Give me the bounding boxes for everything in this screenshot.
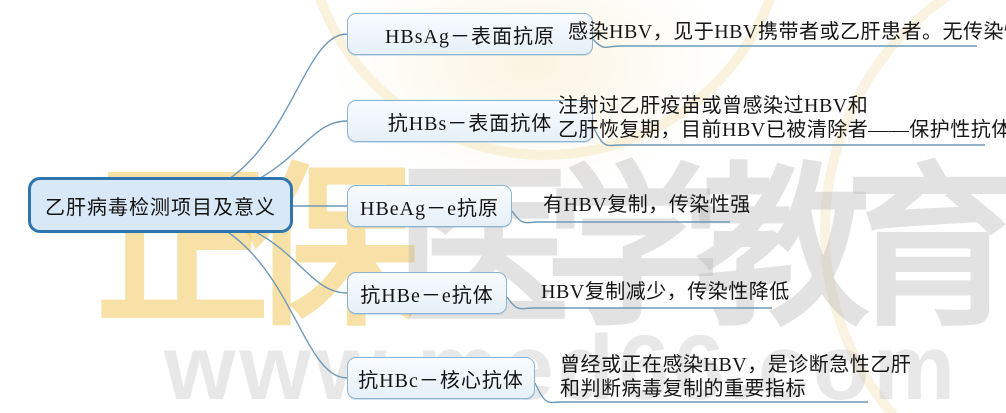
underline-note5 — [534, 382, 868, 404]
root-node: 乙肝病毒检测项目及意义 — [28, 177, 293, 233]
branch-node-anti-hbc: 抗HBc－核心抗体 — [347, 357, 535, 399]
note-line: 感染HBV，见于HBV携带者或乙肝患者。无传染性 — [568, 21, 1006, 43]
branch-note-hbeag: 有HBV复制，传染性强 — [543, 193, 751, 217]
branch-node-label: HBsAg－表面抗原 — [384, 25, 555, 48]
branch-node-hbeag: HBeAg－e抗原 — [347, 185, 512, 227]
note-line: HBV复制减少，传染性降低 — [541, 281, 790, 303]
branch-node-label: 抗HBs－表面抗体 — [387, 112, 553, 135]
branch-note-anti-hbc: 曾经或正在感染HBV，是诊断急性乙肝 和判断病毒复制的重要指标 — [560, 353, 911, 401]
branch-node-label: 抗HBe－e抗体 — [360, 284, 494, 307]
branch-node-hbsag: HBsAg－表面抗原 — [347, 13, 593, 55]
note-line: 和判断病毒复制的重要指标 — [560, 378, 806, 400]
branch-note-anti-hbe: HBV复制减少，传染性降低 — [541, 280, 790, 304]
note-line: 有HBV复制，传染性强 — [543, 194, 751, 216]
note-line: 注射过乙肝疫苗或曾感染过HBV和 — [558, 95, 869, 117]
note-line: 乙肝恢复期，目前HBV已被清除者——保护性抗体 — [558, 119, 1006, 141]
branch-note-anti-hbs: 注射过乙肝疫苗或曾感染过HBV和 乙肝恢复期，目前HBV已被清除者——保护性抗体 — [558, 94, 1006, 142]
branch-node-label: HBeAg－e抗原 — [360, 197, 499, 220]
underline-note1 — [592, 38, 977, 49]
branch-node-label: 抗HBc－核心抗体 — [358, 369, 524, 392]
note-line: 曾经或正在感染HBV，是诊断急性乙肝 — [560, 354, 912, 376]
branch-note-hbsag: 感染HBV，见于HBV携带者或乙肝患者。无传染性 — [568, 20, 1006, 44]
underline-note3 — [511, 210, 730, 224]
branch-node-anti-hbe: 抗HBe－e抗体 — [347, 272, 507, 314]
connector-root-branch5 — [159, 208, 348, 379]
underline-note2 — [592, 125, 985, 147]
branch-node-anti-hbs: 抗HBs－表面抗体 — [347, 100, 593, 142]
underline-note4 — [506, 296, 772, 310]
root-node-label: 乙肝病毒检测项目及意义 — [45, 196, 276, 219]
